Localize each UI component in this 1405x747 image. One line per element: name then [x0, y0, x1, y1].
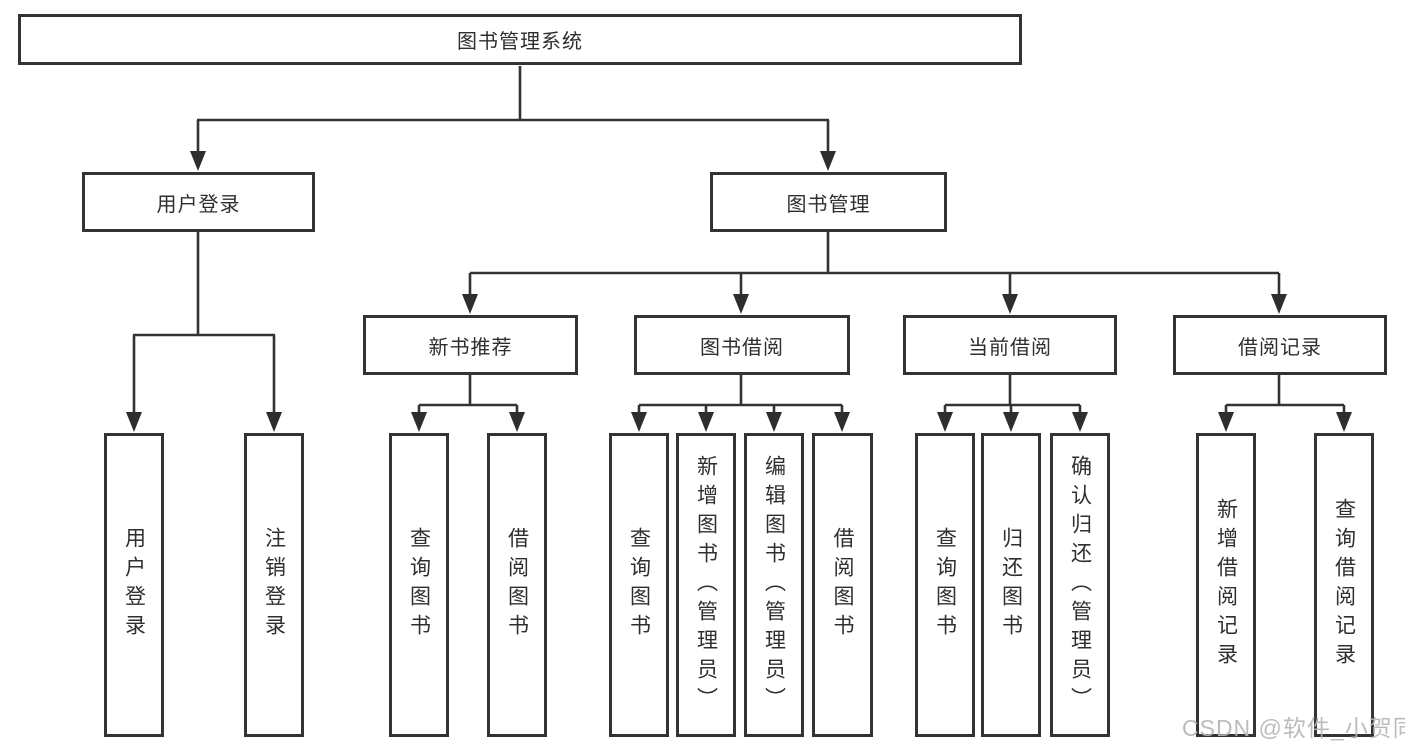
- node-new-book-recommendation: 新书推荐: [363, 315, 578, 375]
- arrowhead: [766, 412, 782, 432]
- connector-path: [637, 375, 844, 414]
- connector-path: [417, 375, 519, 414]
- leaf-add-borrow-record: 新增借阅记录: [1196, 433, 1256, 737]
- arrowhead: [631, 412, 647, 432]
- node-borrowing-records: 借阅记录: [1173, 315, 1387, 375]
- leaf-logout: 注销登录: [244, 433, 304, 737]
- leaf-confirm-return-admin: 确认归还（管理员）: [1050, 433, 1110, 737]
- node-root-book-management-system: 图书管理系统: [18, 14, 1022, 65]
- arrowhead: [1271, 294, 1287, 314]
- leaf-borrow-books-recommend: 借阅图书: [487, 433, 547, 737]
- arrowhead: [834, 412, 850, 432]
- arrowhead: [937, 412, 953, 432]
- leaf-return-books: 归还图书: [981, 433, 1041, 737]
- node-book-borrowing: 图书借阅: [634, 315, 850, 375]
- leaf-edit-books-admin: 编辑图书（管理员）: [744, 433, 804, 737]
- arrowhead: [698, 412, 714, 432]
- node-book-management: 图书管理: [710, 172, 947, 232]
- arrowhead: [1218, 412, 1234, 432]
- arrowhead: [411, 412, 427, 432]
- arrowhead: [1072, 412, 1088, 432]
- connector-path: [1224, 375, 1346, 414]
- leaf-borrow-books: 借阅图书: [812, 433, 873, 737]
- arrowhead: [509, 412, 525, 432]
- connector-path: [196, 66, 830, 153]
- leaf-add-books-admin: 新增图书（管理员）: [676, 433, 736, 737]
- arrowhead: [462, 294, 478, 314]
- connector-path: [132, 232, 276, 414]
- leaf-query-books-current: 查询图书: [915, 433, 975, 737]
- leaf-query-books-borrowing: 查询图书: [609, 433, 669, 737]
- leaf-user-login: 用户登录: [104, 433, 164, 737]
- arrowhead: [190, 151, 206, 171]
- connector-path: [943, 375, 1082, 414]
- node-current-borrowing: 当前借阅: [903, 315, 1117, 375]
- leaf-query-books-recommend: 查询图书: [389, 433, 449, 737]
- arrowhead: [733, 294, 749, 314]
- arrowhead: [1002, 294, 1018, 314]
- arrowhead: [1003, 412, 1019, 432]
- csdn-watermark: CSDN @软件_小贺同学: [1182, 715, 1405, 741]
- arrowhead: [266, 412, 282, 432]
- node-user-login: 用户登录: [82, 172, 315, 232]
- leaf-query-borrow-record: 查询借阅记录: [1314, 433, 1374, 737]
- connector-path: [468, 232, 1281, 296]
- arrowhead: [820, 151, 836, 171]
- arrowhead: [126, 412, 142, 432]
- arrowhead: [1336, 412, 1352, 432]
